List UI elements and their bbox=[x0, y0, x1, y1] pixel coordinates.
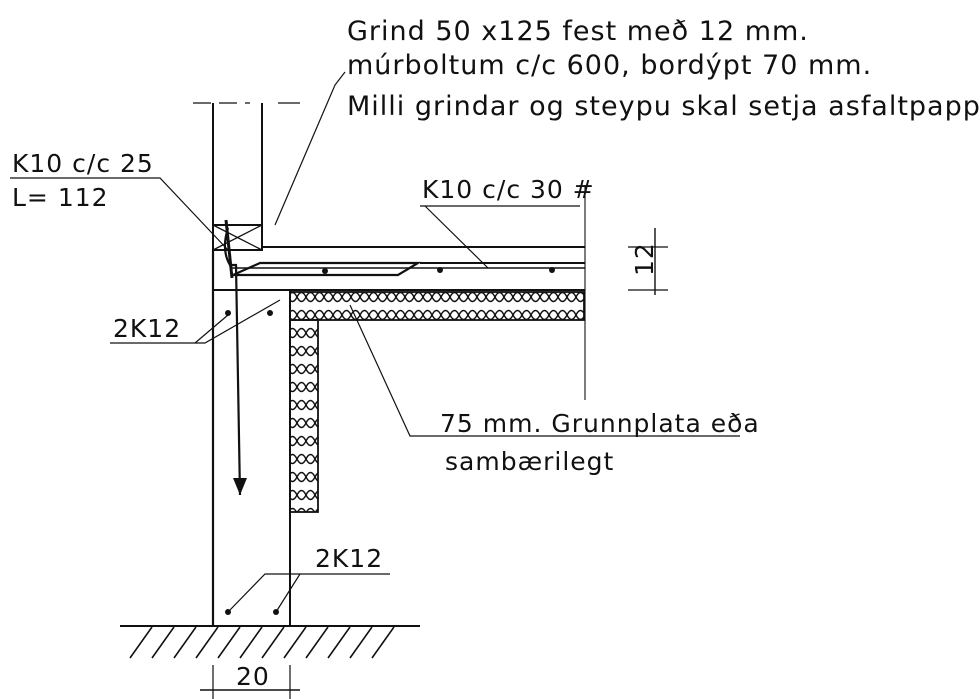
rebar-dot bbox=[549, 267, 555, 273]
rebar-dot bbox=[225, 310, 231, 316]
wall-width-dimension: 20 bbox=[236, 662, 270, 691]
rebar-dot bbox=[437, 267, 443, 273]
grind-note-line1: Grind 50 x125 fest með 12 mm. bbox=[347, 16, 809, 47]
k10-c25-label: K10 c/c 25 bbox=[12, 149, 154, 178]
concrete-section bbox=[211, 185, 586, 626]
leader-lines bbox=[10, 71, 740, 613]
dimension-lines bbox=[200, 228, 668, 699]
rebar-dot bbox=[322, 268, 328, 274]
rebar-dot bbox=[267, 310, 273, 316]
grind-note-line2: múrboltum c/c 600, bordýpt 70 mm. bbox=[347, 50, 872, 81]
grind-note-line3: Milli grindar og steypu skal setja asfal… bbox=[347, 91, 980, 122]
ground-hatch bbox=[120, 625, 420, 659]
timber-frame bbox=[193, 102, 300, 251]
rebar-upper-label: 2K12 bbox=[113, 314, 181, 343]
k10-length-label: L= 112 bbox=[12, 183, 109, 212]
slab-thickness-dimension: 12 bbox=[630, 242, 659, 276]
insulation-label-line2: sambærilegt bbox=[445, 447, 614, 476]
insulation-label-line1: 75 mm. Grunnplata eða bbox=[440, 409, 760, 438]
k10-c30-label: K10 c/c 30 # bbox=[422, 175, 595, 204]
reinforcement bbox=[223, 219, 585, 615]
insulation bbox=[289, 291, 585, 513]
rebar-lower-label: 2K12 bbox=[315, 544, 383, 573]
